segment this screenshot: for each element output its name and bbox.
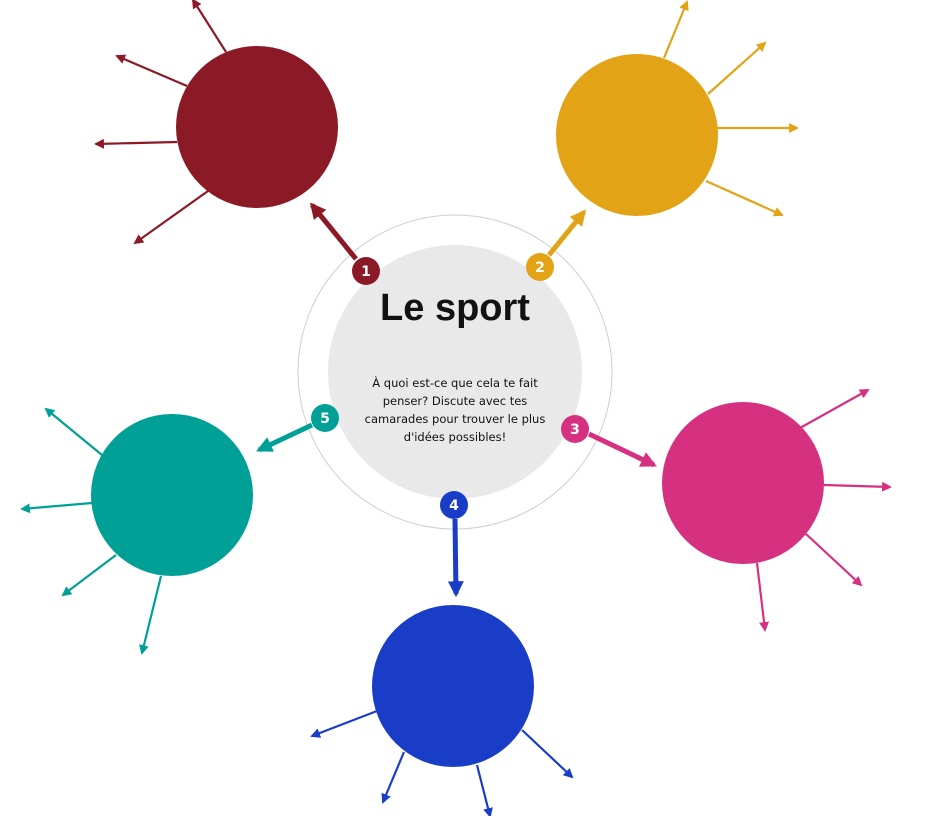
spoke-arrow-2-4 [705, 179, 784, 217]
number-badge-2: 2 [526, 253, 554, 281]
number-badge-circle-2 [526, 253, 554, 281]
spoke-arrow-3-3 [805, 533, 863, 587]
number-badge-circle-5 [311, 404, 339, 432]
connector-layer [256, 202, 657, 598]
spoke-arrow-5-3 [61, 554, 117, 597]
number-badge-label-3: 3 [570, 422, 580, 438]
spoke-arrow-5-1 [44, 407, 103, 456]
spoke-arrow-4-2 [381, 751, 406, 804]
number-badge-label-5: 5 [320, 411, 330, 427]
number-badge-label-4: 4 [449, 498, 459, 514]
spoke-arrow-2-1 [662, 0, 689, 59]
spoke-arrow-1-2 [115, 54, 188, 88]
spoke-layer [20, 0, 892, 816]
diagram-title: Le sport [380, 287, 530, 329]
number-badge-3: 3 [561, 415, 589, 443]
spoke-arrow-1-4 [133, 190, 209, 245]
spoke-arrow-3-4 [755, 562, 769, 632]
connector-arrow-1 [309, 202, 358, 261]
idea-bubble-2 [556, 54, 718, 216]
spoke-arrow-3-2 [823, 481, 892, 492]
idea-bubble-4 [372, 605, 534, 767]
number-badge-circle-1 [352, 257, 380, 285]
connector-arrow-2 [547, 209, 587, 257]
connector-arrow-3 [587, 431, 657, 468]
spoke-arrow-2-2 [707, 41, 767, 95]
spoke-arrow-4-1 [310, 709, 378, 738]
bubble-layer [91, 46, 824, 767]
connector-arrow-4 [447, 518, 464, 598]
idea-bubble-3 [662, 402, 824, 564]
idea-bubble-1 [176, 46, 338, 208]
connector-arrow-5 [256, 422, 314, 453]
spoke-arrow-4-3 [475, 764, 493, 816]
number-badge-1: 1 [352, 257, 380, 285]
number-badge-label-1: 1 [361, 264, 371, 280]
spoke-arrow-5-2 [20, 501, 93, 514]
number-badge-4: 4 [440, 491, 468, 519]
badge-layer: 1 2 3 4 5 [311, 253, 589, 519]
center-node [297, 214, 613, 530]
spoke-arrow-3-1 [799, 389, 870, 429]
diagram-prompt: À quoi est-ce que cela te fait penser? D… [364, 376, 546, 444]
spoke-arrow-1-1 [191, 0, 227, 53]
spoke-arrow-1-3 [94, 138, 178, 149]
number-badge-5: 5 [311, 404, 339, 432]
number-badge-label-2: 2 [535, 260, 545, 276]
number-badge-circle-3 [561, 415, 589, 443]
idea-bubble-5 [91, 414, 253, 576]
spoke-arrow-5-4 [139, 575, 163, 655]
spoke-arrow-4-4 [521, 729, 574, 779]
center-circle [328, 245, 582, 499]
number-badge-circle-4 [440, 491, 468, 519]
